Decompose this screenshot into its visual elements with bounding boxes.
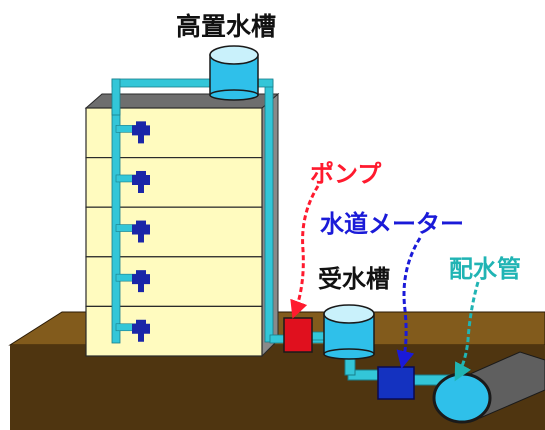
- elevated-tank: [209, 45, 259, 101]
- faucet-icon: [132, 323, 150, 342]
- tap-handle: [136, 121, 146, 128]
- pump-arrow: [290, 185, 320, 319]
- receiving-tank-label: 受水槽: [318, 265, 390, 293]
- water-meter-arrow: [396, 237, 422, 370]
- pump-box: [283, 317, 313, 353]
- tap-handle: [136, 170, 146, 177]
- water-meter-label: 水道メーター: [320, 210, 464, 238]
- main-pipe-end: [432, 372, 492, 424]
- distribution-pipe-label: 配水管: [449, 255, 521, 283]
- tap-handle: [136, 220, 146, 227]
- tap-handle: [136, 319, 146, 326]
- water-meter-box: [377, 366, 415, 400]
- distribution-main: [432, 351, 545, 424]
- faucet-icon: [132, 125, 150, 144]
- receiving-tank: [323, 304, 375, 360]
- faucet-icon: [132, 224, 150, 243]
- pump-label: ポンプ: [310, 160, 382, 188]
- faucet-icon: [132, 274, 150, 293]
- tap-handle: [136, 270, 146, 277]
- building: [84, 92, 280, 358]
- distribution-main-arrow: [454, 281, 480, 382]
- faucet-icon: [132, 174, 150, 193]
- elevated-tank-label: 高置水槽: [176, 12, 276, 41]
